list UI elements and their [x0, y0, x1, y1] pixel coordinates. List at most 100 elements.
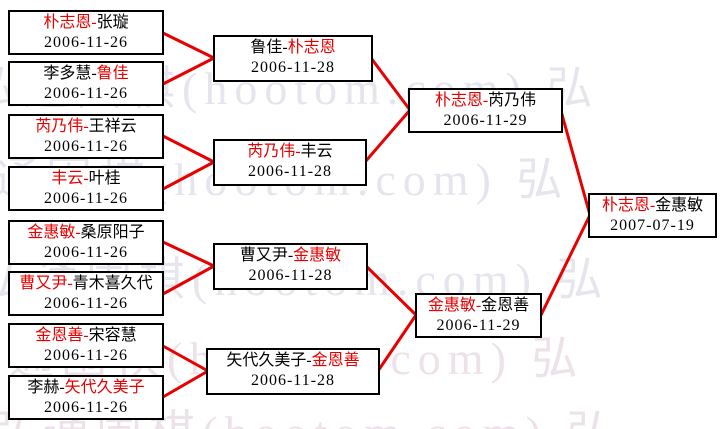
player-name: 鲁佳 [250, 39, 283, 56]
player-name: 矢代久美子 [226, 352, 307, 369]
match-players: 丰云-叶桂 [10, 169, 162, 189]
match-box-round1-6: 曹又尹-青木喜久代 2006-11-26 [8, 271, 164, 316]
match-box-final: 朴志恩-金惠敏 2007-07-19 [588, 193, 717, 238]
player-name: 矢代久美子 [64, 379, 145, 396]
match-box-round1-8: 李赫-矢代久美子 2006-11-26 [8, 375, 164, 420]
player-name: 王祥云 [88, 118, 137, 135]
connector-line [162, 344, 209, 373]
connector-line [162, 369, 209, 399]
match-players: 曹又尹-青木喜久代 [10, 274, 162, 294]
player-name: 芮乃伟 [35, 118, 84, 135]
match-date: 2006-11-26 [43, 244, 129, 261]
player-name: 金惠敏 [655, 197, 704, 214]
separator: - [295, 143, 301, 160]
player-name: 张璇 [96, 14, 129, 31]
match-date: 2006-11-26 [43, 295, 129, 312]
separator: - [282, 39, 288, 56]
player-name: 芮乃伟 [488, 92, 537, 109]
match-date: 2006-11-28 [248, 267, 333, 284]
separator: - [91, 65, 97, 82]
connector-line [369, 57, 412, 111]
separator: - [482, 92, 489, 109]
connector-line [162, 56, 215, 86]
separator: - [475, 297, 482, 314]
match-date: 2006-11-28 [250, 59, 336, 76]
player-name: 朴志恩 [434, 92, 483, 109]
player-name: 李多慧 [43, 65, 92, 82]
match-date: 2006-11-28 [250, 372, 336, 389]
player-name: 丰云 [51, 170, 84, 187]
match-players: 李多慧-鲁佳 [10, 64, 162, 84]
connector-line [376, 314, 418, 372]
player-name: 青木喜久代 [72, 275, 153, 292]
player-name: 曹又尹 [239, 247, 288, 264]
player-name: 朴志恩 [43, 14, 92, 31]
match-date: 2006-11-29 [436, 317, 521, 334]
connector-line [162, 160, 215, 191]
separator: - [59, 379, 65, 396]
player-name: 金惠敏 [27, 224, 76, 241]
match-date: 2006-11-26 [43, 34, 129, 51]
separator: - [91, 14, 97, 31]
match-box-round1-4: 丰云-叶桂 2006-11-26 [8, 166, 164, 211]
connector-line [363, 109, 412, 163]
match-box-semifinal-2: 金惠敏-金恩善 2006-11-29 [415, 293, 542, 338]
match-box-semifinal-1: 朴志恩-芮乃伟 2006-11-29 [408, 88, 563, 133]
match-players: 朴志恩-张璇 [10, 13, 162, 33]
match-box-round1-7: 金恩善-宋容慧 2006-11-26 [8, 323, 164, 368]
match-date: 2006-11-29 [443, 112, 528, 129]
match-box-round1-5: 金惠敏-桑原阳子 2006-11-26 [8, 220, 164, 265]
match-date: 2006-11-26 [43, 347, 129, 364]
separator: - [649, 197, 656, 214]
match-box-round1-2: 李多慧-鲁佳 2006-11-26 [8, 61, 164, 106]
match-date: 2006-11-26 [43, 190, 129, 207]
separator: - [83, 118, 89, 135]
player-name: 金恩善 [35, 327, 84, 344]
match-box-round2-3: 曹又尹-金惠敏 2006-11-28 [213, 243, 368, 290]
match-players: 矢代久美子-金恩善 [208, 351, 378, 371]
player-name: 金惠敏 [293, 247, 342, 264]
connector-line [162, 264, 215, 296]
player-name: 鲁佳 [96, 65, 129, 82]
match-box-round2-1: 鲁佳-朴志恩 2006-11-28 [213, 35, 373, 82]
match-box-round2-4: 矢代久美子-金恩善 2006-11-28 [206, 348, 380, 395]
match-box-round1-1: 朴志恩-张璇 2006-11-26 [8, 10, 164, 55]
player-name: 金恩善 [481, 297, 530, 314]
match-date: 2006-11-26 [43, 85, 129, 102]
player-name: 宋容慧 [88, 327, 137, 344]
separator: - [75, 224, 81, 241]
player-name: 李赫 [27, 379, 60, 396]
match-players: 鲁佳-朴志恩 [215, 38, 371, 58]
match-date: 2006-11-28 [247, 163, 333, 180]
connector-line [539, 214, 592, 316]
connector-line [162, 31, 215, 60]
separator: - [67, 275, 73, 292]
player-name: 丰云 [300, 143, 333, 160]
connector-line [162, 240, 215, 268]
player-name: 桑原阳子 [80, 224, 145, 241]
match-date: 2006-11-26 [43, 399, 129, 416]
separator: - [306, 352, 312, 369]
match-box-round1-3: 芮乃伟-王祥云 2006-11-26 [8, 114, 164, 159]
separator: - [83, 327, 89, 344]
match-players: 金惠敏-金恩善 [417, 296, 540, 316]
match-date: 2007-07-19 [610, 217, 695, 234]
player-name: 朴志恩 [287, 39, 336, 56]
match-players: 曹又尹-金惠敏 [215, 246, 366, 266]
separator: - [83, 170, 89, 187]
match-players: 李赫-矢代久美子 [10, 378, 162, 398]
player-name: 芮乃伟 [247, 143, 296, 160]
player-name: 曹又尹 [19, 275, 68, 292]
player-name: 朴志恩 [601, 197, 650, 214]
match-players: 金惠敏-桑原阳子 [10, 223, 162, 243]
player-name: 叶桂 [88, 170, 121, 187]
connector-line [364, 264, 418, 317]
match-box-round2-2: 芮乃伟-丰云 2006-11-28 [213, 139, 367, 186]
player-name: 金恩善 [311, 352, 360, 369]
match-players: 金恩善-宋容慧 [10, 326, 162, 346]
match-date: 2006-11-26 [43, 138, 129, 155]
match-players: 芮乃伟-王祥云 [10, 117, 162, 137]
separator: - [287, 247, 294, 264]
